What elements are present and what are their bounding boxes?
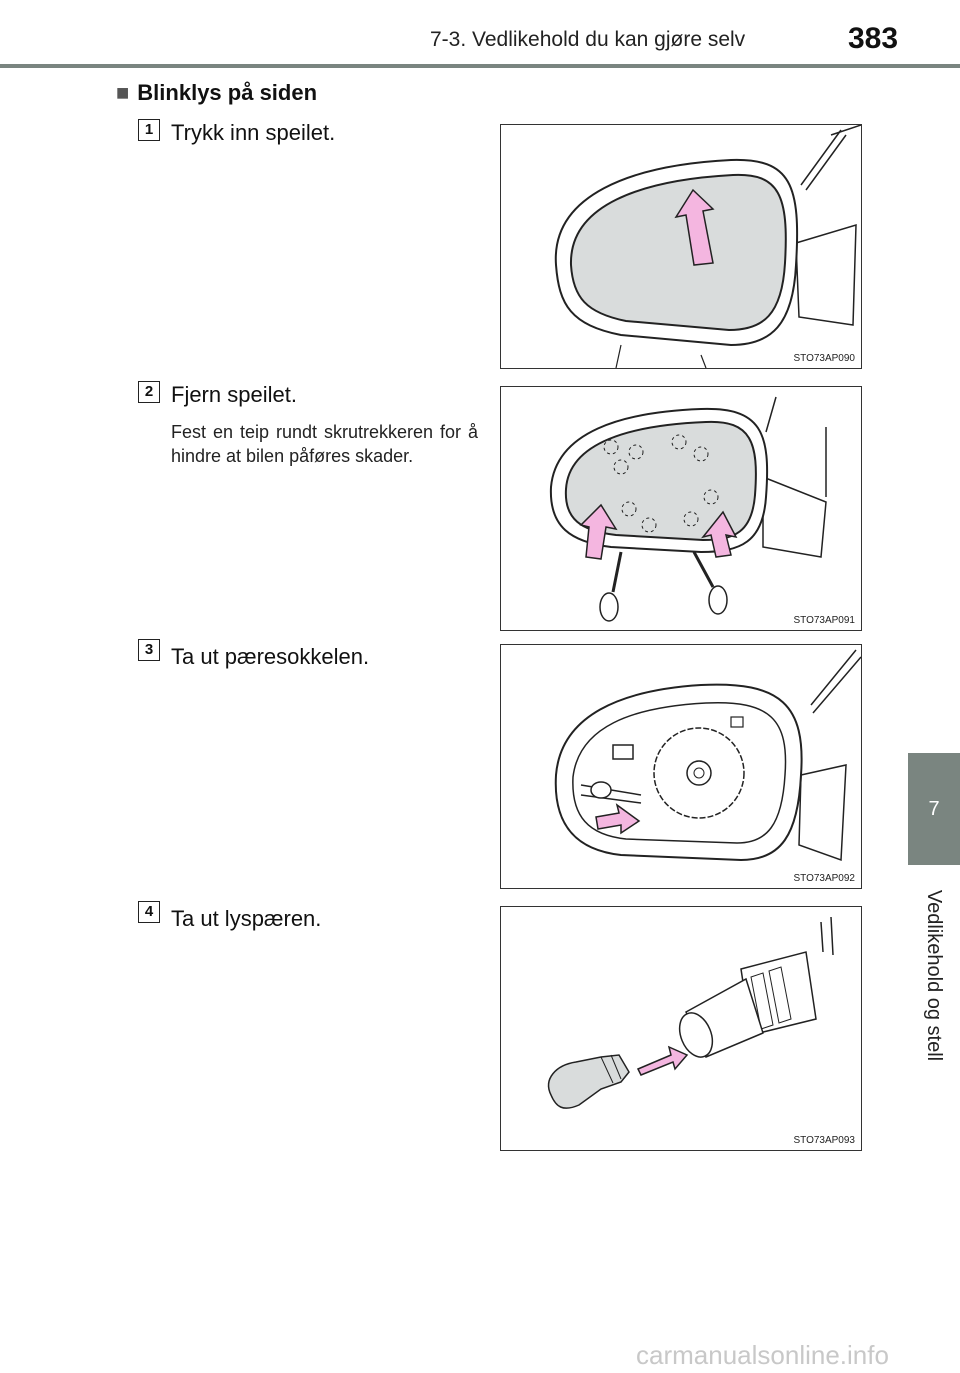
step-number-4: 4 [138,901,160,923]
page-number: 383 [848,22,899,55]
header-divider [0,64,960,68]
step-4-text: Ta ut lyspæren. [171,906,322,931]
bulb-removal-illustration [547,916,834,1109]
figure-step-2: STO73AP091 [500,386,862,631]
mirror-removal-illustration [549,396,827,622]
figure-step-3: STO73AP092 [500,644,862,889]
section-heading: ■ Blinklys på siden [116,80,317,106]
figure-code-4: STO73AP093 [793,1135,855,1146]
section-title: Blinklys på siden [137,80,318,105]
chapter-tab-label: Vedlikehold og stell [908,875,960,1075]
step-2-text: Fjern speilet. [171,382,297,407]
chapter-tab-label-text: Vedlikehold og stell [923,889,946,1061]
bulb-socket-illustration [554,649,861,862]
figure-code-3: STO73AP092 [793,873,855,884]
figure-code-1: STO73AP090 [793,353,855,364]
figure-step-4: STO73AP093 [500,906,862,1151]
chapter-tab[interactable]: 7 [908,753,960,865]
figure-step-1: STO73AP090 [500,124,862,369]
step-3-text: Ta ut pæresokkelen. [171,644,370,669]
section-marker-icon: ■ [116,80,130,105]
step-1-text: Trykk inn speilet. [171,120,336,145]
figure-code-2: STO73AP091 [793,615,855,626]
chapter-title: 7-3. Vedlikehold du kan gjøre selv [430,28,746,51]
step-number-2: 2 [138,381,160,403]
step-number-3: 3 [138,639,160,661]
mirror-press-illustration [554,125,861,368]
step-2-note: Fest en teip rundt skrutrekkeren for å h… [171,422,478,466]
step-number-1: 1 [138,119,160,141]
watermark-text: carmanualsonline.info [636,1340,889,1370]
